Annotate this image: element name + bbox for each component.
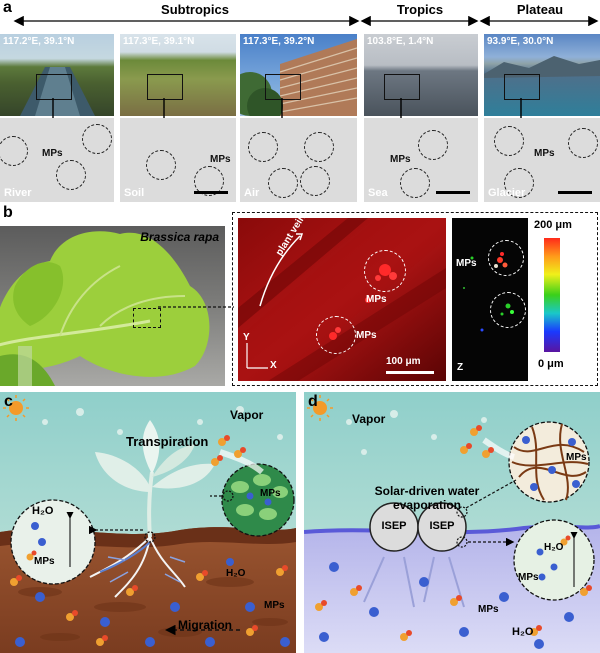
sample-box	[265, 74, 301, 100]
axis-y-label: Y	[243, 332, 250, 343]
panel-a-label: a	[3, 0, 12, 16]
panel-d-particles	[315, 425, 592, 649]
panel-c-label: c	[4, 393, 13, 410]
mp-circle	[268, 168, 298, 198]
scale-bar	[386, 371, 434, 374]
mp-circle	[418, 130, 448, 160]
mps-label-d-water: MPs	[478, 604, 499, 615]
photo-river: 117.2°E, 39.1°N	[0, 34, 114, 116]
mps-label: MPs	[390, 154, 411, 165]
process-title-line2: evaporation	[392, 498, 461, 512]
sample-glacier: Glacier	[488, 187, 526, 199]
mps-label-c-zoom: MPs	[34, 556, 55, 567]
h2o-label-c-soil: H₂O	[226, 568, 246, 579]
mps-label-d-network: MPs	[566, 452, 587, 463]
mp-circle	[316, 316, 356, 354]
photo-air: 117.3°E, 39.2°N	[240, 34, 357, 116]
mps-label: MPs	[210, 154, 231, 165]
mp-circle	[494, 126, 524, 156]
process-title: Solar-driven water evaporation	[352, 484, 502, 512]
panel-b-label: b	[3, 204, 13, 221]
sample-soil: Soil	[124, 187, 145, 199]
mp-circle	[0, 136, 28, 166]
panel-d-illustration	[304, 392, 600, 653]
mps-label: MPs	[356, 330, 377, 341]
mp-circle	[146, 150, 176, 180]
micro-soil: MPs Soil	[120, 118, 236, 202]
sample-river: River	[4, 187, 32, 199]
mps-label: MPs	[534, 148, 555, 159]
mp-circle	[56, 160, 86, 190]
micro-river: MPs River	[0, 118, 114, 202]
mp-circle	[504, 168, 534, 198]
mp-circle	[490, 292, 526, 328]
scale-bar	[436, 191, 470, 194]
mps-label: MPs	[42, 148, 63, 159]
coord-soil: 117.3°E, 39.1°N	[123, 36, 195, 47]
micro-glacier: MPs Glacier	[484, 118, 600, 202]
mp-circle	[82, 124, 112, 154]
depth-colorbar	[544, 238, 560, 352]
region-plateau: Plateau	[516, 2, 564, 17]
panel-c-illustration	[0, 392, 296, 653]
h2o-label-c-zoom: H₂O	[32, 505, 54, 517]
sample-box	[384, 74, 420, 100]
confocal-depth-image: MPs Z	[452, 218, 528, 381]
transpiration-label: Transpiration	[126, 434, 209, 449]
colorbar-max: 200 μm	[534, 219, 572, 231]
vapor-label-d: Vapor	[352, 412, 386, 426]
scale-label: 100 μm	[386, 356, 421, 367]
species-label: Brassica rapa	[140, 230, 219, 244]
mp-circle	[248, 132, 278, 162]
region-arrows	[13, 15, 599, 27]
isep-label-1: ISEP	[381, 520, 407, 532]
micro-sea: MPs Sea	[364, 118, 478, 202]
migration-label: Migration	[178, 618, 232, 632]
coord-river: 117.2°E, 39.1°N	[3, 36, 75, 47]
micro-air: Air	[240, 118, 357, 202]
mps-label-c-soil: MPs	[264, 600, 285, 611]
isep-label-2: ISEP	[429, 520, 455, 532]
mp-circle	[364, 250, 406, 292]
mp-circle	[304, 132, 334, 162]
coord-air: 117.3°E, 39.2°N	[243, 36, 315, 47]
panel-c-particles	[10, 435, 290, 647]
scale-bar	[558, 191, 592, 194]
sample-box	[36, 74, 72, 100]
colorbar-min: 0 μm	[538, 358, 564, 370]
mp-circle	[568, 128, 598, 158]
process-title-line1: Solar-driven water	[374, 484, 480, 498]
h2o-label-d-zoom: H₂O	[544, 542, 564, 553]
sample-box	[504, 74, 540, 100]
confocal-frame	[232, 212, 598, 386]
axis-z-label: Z	[457, 362, 464, 373]
photo-brassica: Brassica rapa	[0, 226, 225, 386]
photo-glacier: 93.9°E, 30.0°N	[484, 34, 600, 116]
region-tropics: Tropics	[396, 2, 444, 17]
zoom-connector	[158, 306, 234, 308]
mp-circle	[400, 168, 430, 198]
mp-circle	[488, 240, 524, 276]
sample-sea: Sea	[368, 187, 388, 199]
sample-box	[147, 74, 183, 100]
confocal-red-image: plant veins MPs MPs Y X 100 μm	[238, 218, 446, 381]
mps-label: MPs	[366, 294, 387, 305]
region-subtropics: Subtropics	[161, 2, 229, 17]
mp-circle	[300, 166, 330, 196]
scale-bar	[194, 191, 228, 194]
panel-d-label: d	[308, 393, 318, 410]
vapor-label-c: Vapor	[230, 408, 264, 422]
axis-x-label: X	[270, 360, 277, 371]
mps-label-c-leaf: MPs	[260, 488, 281, 499]
h2o-label-d-water: H₂O	[512, 626, 534, 638]
zoom-box	[133, 308, 161, 328]
mp-circle	[194, 166, 224, 196]
coord-sea: 103.8°E, 1.4°N	[367, 36, 434, 47]
mps-label-d-zoom: MPs	[518, 572, 539, 583]
photo-sea: 103.8°E, 1.4°N	[364, 34, 478, 116]
photo-soil: 117.3°E, 39.1°N	[120, 34, 236, 116]
sample-air: Air	[244, 187, 260, 199]
mps-label: MPs	[456, 258, 477, 269]
coord-glacier: 93.9°E, 30.0°N	[487, 36, 554, 47]
